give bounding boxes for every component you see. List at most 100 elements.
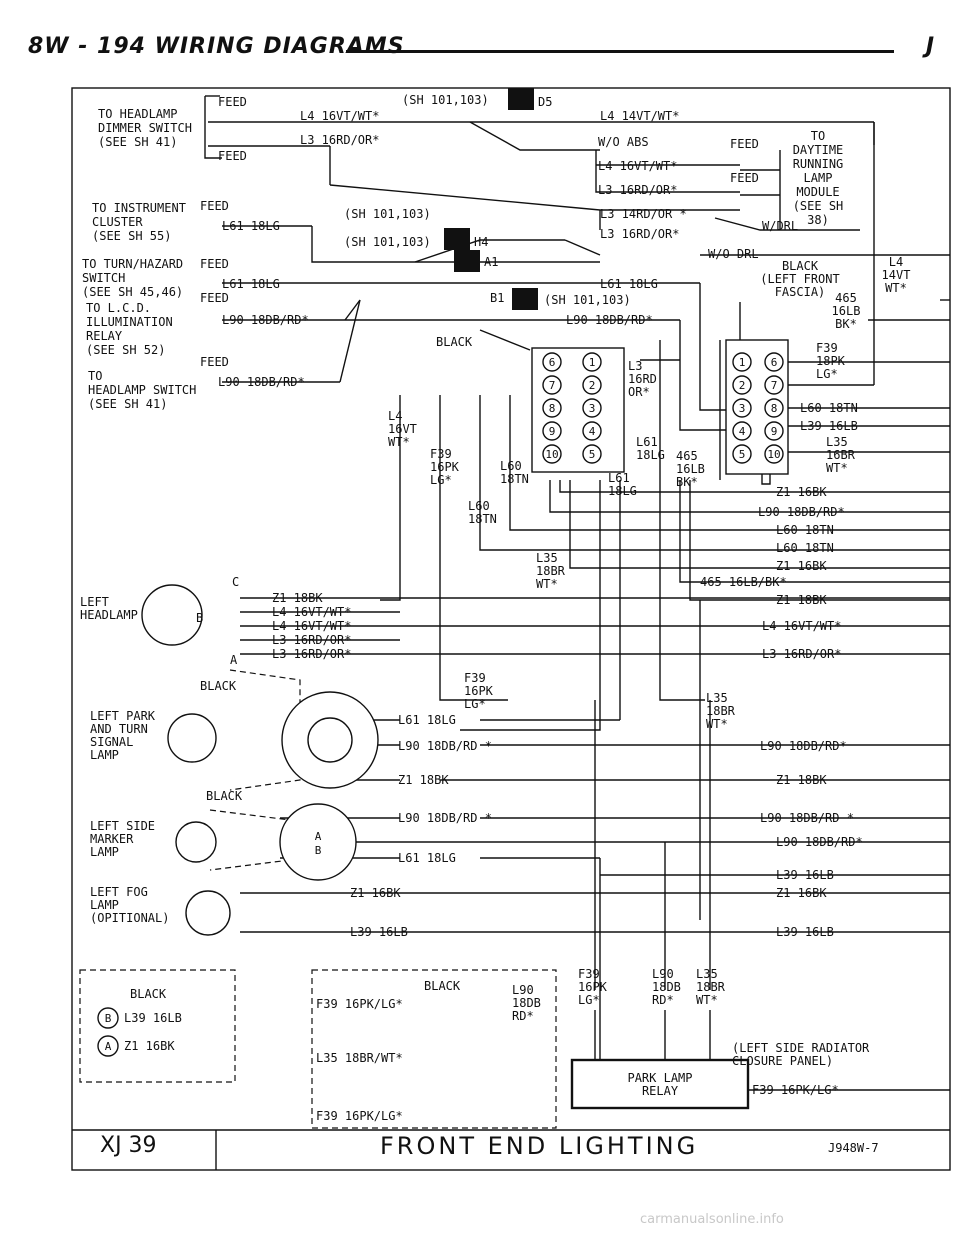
label-l90-18db-c: L90 18DB/RD* (218, 375, 305, 389)
relay-connector-box (311, 969, 557, 1129)
label-l3-16rd-c: L3 16RD/OR* (600, 227, 679, 241)
label-hl-c: C (232, 575, 239, 589)
label-l60-18tn-r2: L60 18TN (776, 523, 834, 537)
label-relay-f39: F39 16PK/LG* (316, 997, 403, 1011)
pin-c2-9: 9 (771, 425, 778, 438)
pin-c2-7: 7 (771, 379, 778, 392)
pin-c1-1: 1 (589, 356, 596, 369)
label-feed: FEED (218, 95, 247, 109)
label-feed-4: FEED (730, 171, 759, 185)
pin-c1-10: 10 (545, 448, 558, 461)
label-sh-b1: (SH 101,103) (544, 293, 631, 307)
label-l90-18db-pr: L90 18DB/RD* (760, 739, 847, 753)
label-relay-l35: L35 18BR/WT* (316, 1051, 403, 1065)
footer-title: FRONT END LIGHTING (380, 1132, 699, 1160)
label-l3-16rd-hl2: L3 16RD/OR* (272, 647, 351, 661)
label-black: BLACK (436, 335, 473, 349)
label-z1-18bk-r: Z1 18BK (776, 593, 827, 607)
label-fog-black: BLACK (130, 987, 167, 1001)
label-feed-2: FEED (218, 149, 247, 163)
pin-c1-9: 9 (549, 425, 556, 438)
label-z1-18bk-p: Z1 18BK (398, 773, 449, 787)
left-headlamp (141, 584, 203, 646)
connector-c2 (725, 339, 789, 475)
label-relay-f39-r: F39 16PK/LG* (752, 1083, 839, 1097)
label-h4: H4 (474, 235, 488, 249)
label-z1-18bk: Z1 18BK (272, 591, 323, 605)
label-z1-16bk-fr: Z1 16BK (776, 886, 827, 900)
label-b1: B1 (490, 291, 504, 305)
label-l3-14rd: L3 14RD/OR * (600, 207, 687, 221)
label-l61-18lg-t: L61 18LG (222, 277, 280, 291)
label-z1-16bk-r2: Z1 16BK (776, 559, 827, 573)
pin-c1-4: 4 (589, 425, 596, 438)
footer-code: XJ 39 (100, 1133, 157, 1158)
header-letter: J (925, 34, 934, 59)
label-l39-16lb-fr: L39 16LB (776, 925, 834, 939)
label-w-drl: W/DRL (762, 219, 798, 233)
label-l3-16rd-hl: L3 16RD/OR* (272, 633, 351, 647)
label-sh-h4: (SH 101,103) (344, 207, 431, 221)
label-black-side: BLACK (206, 789, 243, 803)
label-l4-16vt-hl: L4 16VT/WT* (272, 605, 351, 619)
label-hl-b: B (196, 611, 203, 625)
pin-c2-6: 6 (771, 356, 778, 369)
label-l90-18db-sr2: L90 18DB/RD* (776, 835, 863, 849)
footer-number: J948W-7 (828, 1141, 879, 1155)
label-fog-l39: L39 16LB (124, 1011, 182, 1025)
side-pin-a: A (315, 830, 322, 843)
label-feed-3: FEED (730, 137, 759, 151)
label-relay-black: BLACK (424, 979, 461, 993)
pin-c2-4: 4 (739, 425, 746, 438)
label-relay-f39-b: F39 16PK/LG* (316, 1109, 403, 1123)
pin-c2-8: 8 (771, 402, 778, 415)
pin-c1-3: 3 (589, 402, 596, 415)
pin-c1-6: 6 (549, 356, 556, 369)
label-wo-abs: W/O ABS (598, 135, 649, 149)
side-pin-b: B (315, 844, 322, 857)
label-feed-6: FEED (200, 257, 229, 271)
header-title: 8W - 194 WIRING DIAGRAMS (28, 34, 405, 59)
label-l3-16rd-b: L3 16RD/OR* (598, 183, 677, 197)
label-l90-18db-p: L90 18DB/RD * (398, 739, 492, 753)
label-z1-16bk-r: Z1 16BK (776, 485, 827, 499)
left-park-lamp (167, 713, 217, 763)
label-d5: D5 (538, 95, 552, 109)
label-l39-16lb-f: L39 16LB (350, 925, 408, 939)
label-465-16lb: 465 16LB/BK* (700, 575, 787, 589)
pin-c1-8: 8 (549, 402, 556, 415)
label-hl-a: A (230, 653, 238, 667)
side-marker-socket (279, 803, 357, 881)
pin-c1-2: 2 (589, 379, 596, 392)
label-l4-14vt: L4 14VT/WT* (600, 109, 679, 123)
label-feed-5: FEED (200, 199, 229, 213)
label-l90-18db-sr: L90 18DB/RD * (760, 811, 854, 825)
label-l3-16rd: L3 16RD/OR* (300, 133, 379, 147)
label-l61-18lg-p: L61 18LG (398, 713, 456, 727)
label-l90-18db-b: L90 18DB/RD* (566, 313, 653, 327)
label-l90-18db-r: L90 18DB/RD* (758, 505, 845, 519)
page-header: 8W - 194 WIRING DIAGRAMS J (28, 30, 938, 64)
fog-connector-box (79, 969, 236, 1083)
pin-c2-10: 10 (767, 448, 780, 461)
